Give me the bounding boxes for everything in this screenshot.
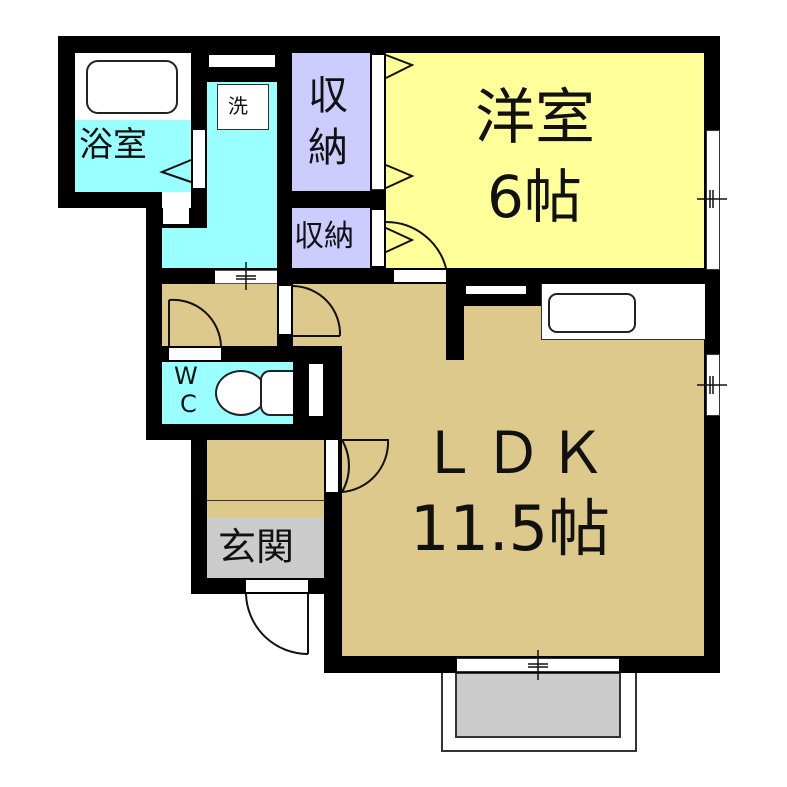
wall bbox=[324, 438, 342, 658]
western-room bbox=[386, 53, 706, 269]
wall-opening bbox=[309, 364, 323, 416]
storage-small-label: 収納 bbox=[294, 219, 354, 254]
wc-label-1: W bbox=[174, 362, 198, 390]
storage-small bbox=[292, 208, 370, 268]
wall-opening bbox=[209, 55, 275, 67]
storage-door bbox=[372, 210, 384, 266]
hallway-lower bbox=[207, 438, 342, 500]
wall-opening bbox=[466, 286, 526, 294]
wall-opening bbox=[279, 286, 291, 334]
wall bbox=[58, 36, 720, 53]
wall bbox=[58, 36, 75, 208]
western-label-2: 6帖 bbox=[487, 163, 582, 231]
entrance-label: 玄関 bbox=[218, 525, 295, 569]
washroom-label: 洗 bbox=[228, 94, 248, 118]
entrance-room bbox=[207, 518, 325, 578]
washroom-lower bbox=[162, 228, 279, 268]
toilet-bowl-icon bbox=[215, 370, 267, 416]
storage-door-opening bbox=[394, 270, 446, 282]
entrance-door-opening bbox=[246, 580, 308, 592]
wall bbox=[146, 192, 162, 440]
sink-icon bbox=[548, 293, 636, 333]
wall-opening bbox=[163, 208, 189, 224]
wall-opening bbox=[326, 440, 338, 492]
washer-icon bbox=[217, 84, 269, 130]
bathroom-label: 浴室 bbox=[79, 125, 147, 165]
wc-door-opening bbox=[169, 348, 221, 360]
ldk-room bbox=[336, 284, 706, 658]
wc-label-2: C bbox=[180, 390, 197, 418]
storage-large-label-2: 納 bbox=[308, 125, 348, 171]
storage-large bbox=[292, 53, 370, 191]
bath-door bbox=[193, 130, 205, 188]
wall bbox=[58, 192, 162, 208]
toilet-tank-icon bbox=[260, 370, 293, 416]
wall bbox=[191, 424, 207, 594]
bathtub-icon bbox=[86, 60, 178, 114]
wall bbox=[292, 191, 386, 208]
ldk-label-1: ＬＤＫ bbox=[420, 419, 613, 487]
ldk-label-2: 11.5帖 bbox=[410, 492, 611, 565]
storage-large-label-1: 収 bbox=[308, 73, 348, 119]
western-label-1: 洋室 bbox=[475, 83, 595, 153]
storage-door bbox=[372, 55, 384, 190]
wall bbox=[277, 53, 292, 285]
